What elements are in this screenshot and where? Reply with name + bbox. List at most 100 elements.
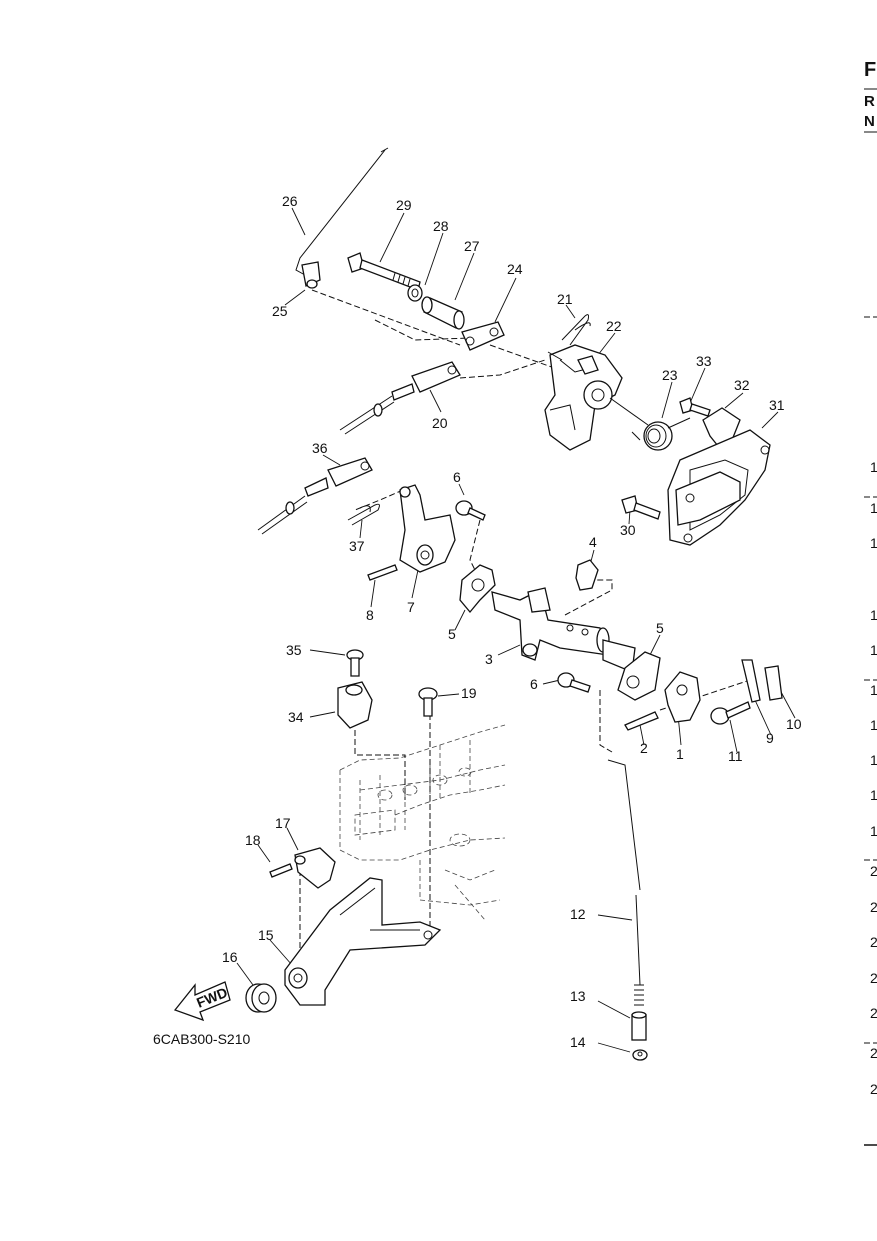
diagram-code: 6CAB300-S210 [153, 1031, 251, 1047]
bolt-35 [346, 649, 364, 677]
mount-bracket-31 [667, 429, 771, 546]
collar-5-upper [459, 564, 496, 614]
bracket-15 [284, 877, 442, 1006]
rod-joint [301, 261, 321, 289]
leader-lines [236, 207, 796, 1053]
callout-16: 16 [222, 949, 238, 965]
callout-9: 9 [766, 730, 774, 746]
link-rod-12 [607, 759, 644, 1006]
link-plate-24 [461, 321, 505, 351]
plate-9 [741, 659, 761, 703]
callout-32: 32 [734, 377, 750, 393]
clip-37 [347, 503, 380, 526]
return-spring-23 [609, 397, 691, 451]
callout-34: 34 [288, 709, 304, 725]
callout-7: 7 [407, 599, 415, 615]
callout-8: 8 [366, 607, 374, 623]
callout-15: 15 [258, 927, 274, 943]
callout-4: 4 [589, 534, 597, 550]
callout-33: 33 [696, 353, 712, 369]
edge-number: 1 [870, 752, 877, 768]
stopper-17 [294, 847, 336, 889]
edge-number: 1 [870, 717, 877, 733]
callout-17: 17 [275, 815, 291, 831]
edge-number: 2 [870, 863, 877, 879]
edge-number: 2 [870, 1005, 877, 1021]
edge-number: 2 [870, 899, 877, 915]
clamp-34 [337, 681, 373, 729]
shift-shaft-3 [491, 587, 636, 673]
callout-25: 25 [272, 303, 288, 319]
edge-number: 1 [870, 459, 877, 475]
callout-14: 14 [570, 1034, 586, 1050]
callout-10: 10 [786, 716, 802, 732]
callout-2: 2 [640, 740, 648, 756]
edge-number: 1 [870, 535, 877, 551]
callout-22: 22 [606, 318, 622, 334]
edge-number: 2 [870, 1081, 877, 1097]
callout-19: 19 [461, 685, 477, 701]
edge-number: 2 [870, 970, 877, 986]
callout-23: 23 [662, 367, 678, 383]
throttle-rod [295, 149, 386, 276]
edge-letter-n: N [864, 113, 875, 130]
pin-18 [269, 863, 293, 878]
edge-number: 1 [870, 642, 877, 658]
callout-30: 30 [620, 522, 636, 538]
clip-21 [561, 314, 591, 346]
assembly-guide-lines [299, 289, 751, 960]
callout-26: 26 [282, 193, 298, 209]
callout-6b: 6 [530, 676, 538, 692]
edge-number: 1 [870, 500, 877, 516]
callout-27: 27 [464, 238, 480, 254]
callout-13: 13 [570, 988, 586, 1004]
bolt-6-upper [455, 500, 486, 521]
pin-2 [624, 711, 659, 731]
collar-5-lower [617, 651, 661, 701]
callout-labels: 1 2 3 4 5 5 6 6 7 8 9 10 11 12 13 14 15 … [222, 193, 802, 1050]
pin-8 [367, 564, 398, 581]
callout-37: 37 [349, 538, 365, 554]
nut-14 [632, 1049, 648, 1061]
clip-4 [575, 559, 599, 591]
cable-end-36 [257, 457, 373, 535]
callout-5a: 5 [448, 626, 456, 642]
edge-letter-r: R [864, 93, 875, 110]
throttle-cam-22 [544, 344, 623, 451]
edge-number: 2 [870, 1045, 877, 1061]
edge-letter-f: F [864, 59, 876, 81]
callout-29: 29 [396, 197, 412, 213]
callout-5b: 5 [656, 620, 664, 636]
bolt-30 [621, 495, 661, 520]
callout-21: 21 [557, 291, 573, 307]
edge-number: 1 [870, 787, 877, 803]
page-edge: F R N 1 1 1 1 1 1 1 1 1 1 2 2 2 2 2 2 2 [864, 59, 877, 1146]
nut-13 [631, 1011, 647, 1041]
cable-end-20 [339, 361, 461, 435]
callout-36: 36 [312, 440, 328, 456]
edge-number: 1 [870, 823, 877, 839]
callout-31: 31 [769, 397, 785, 413]
edge-number: 1 [870, 682, 877, 698]
bolt-19 [418, 687, 438, 717]
washer-28 [407, 284, 423, 302]
callout-12: 12 [570, 906, 586, 922]
edge-number: 2 [870, 934, 877, 950]
callout-18: 18 [245, 832, 261, 848]
collar-27 [421, 296, 465, 330]
edge-number: 1 [870, 607, 877, 623]
callout-35: 35 [286, 642, 302, 658]
bolt-29 [347, 252, 421, 291]
grommet-16 [245, 983, 277, 1013]
callout-28: 28 [433, 218, 449, 234]
engine-block-outline [339, 724, 506, 921]
arm-1 [664, 671, 701, 723]
bolt-11 [710, 701, 751, 725]
callout-3: 3 [485, 651, 493, 667]
lever-7 [399, 484, 456, 573]
callout-24: 24 [507, 261, 523, 277]
screw-33 [679, 397, 711, 417]
callout-20: 20 [432, 415, 448, 431]
callout-11: 11 [728, 748, 743, 764]
